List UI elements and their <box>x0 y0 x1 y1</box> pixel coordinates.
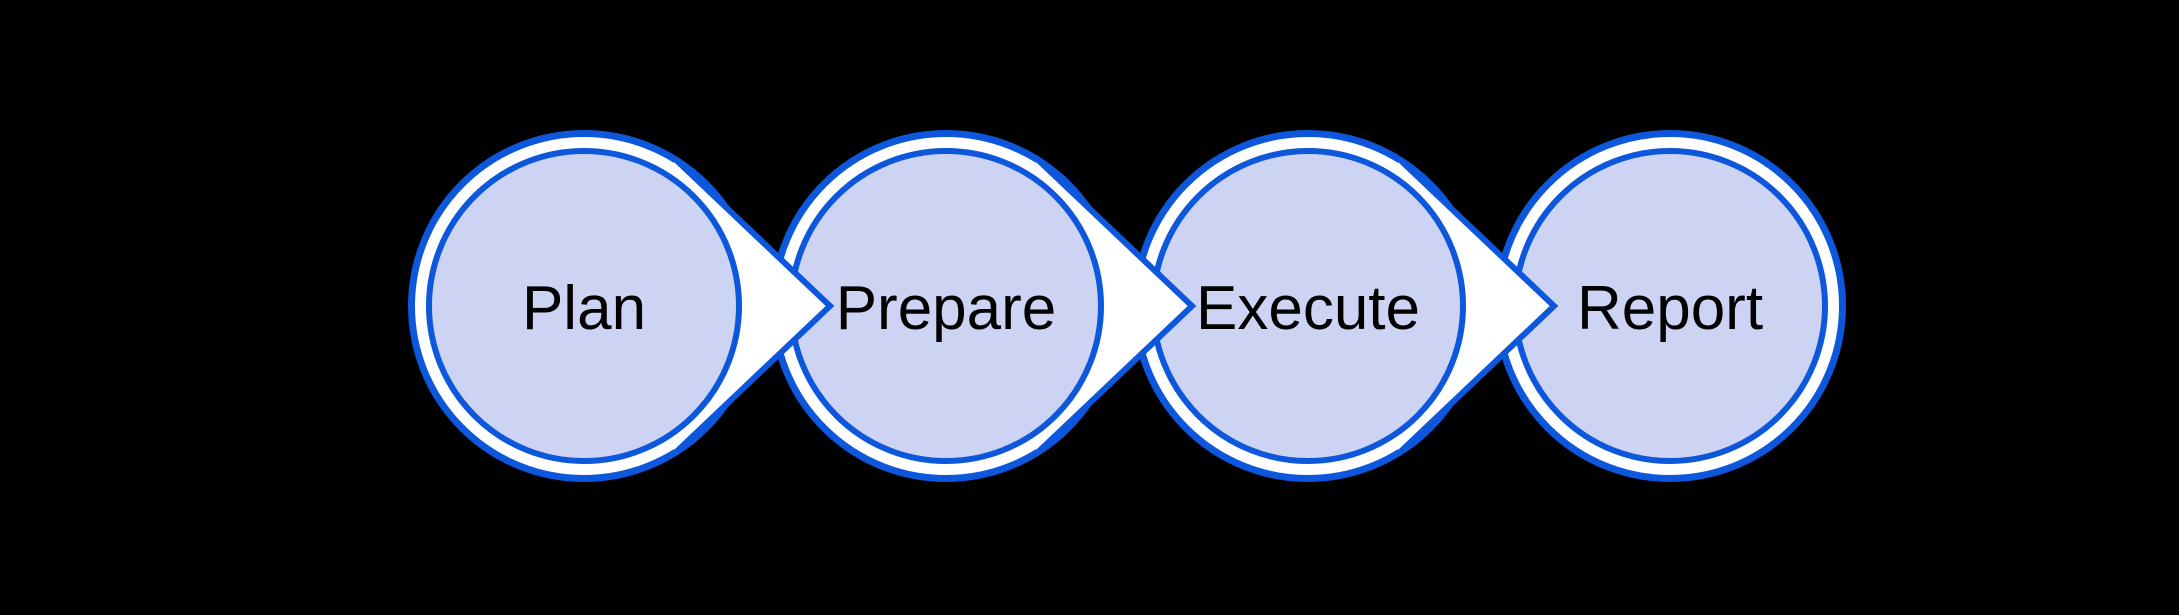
step-node-report <box>1494 130 1846 482</box>
step-labels: Plan Prepare Execute Report <box>522 274 1763 343</box>
step-node-plan <box>408 130 835 482</box>
step-label: Plan <box>522 274 646 343</box>
step-label: Report <box>1577 274 1763 343</box>
step-node-execute <box>1132 130 1559 482</box>
step-circle <box>426 148 742 464</box>
step-node-prepare <box>770 130 1197 482</box>
step-label: Prepare <box>836 274 1057 343</box>
step-label: Execute <box>1196 274 1420 343</box>
